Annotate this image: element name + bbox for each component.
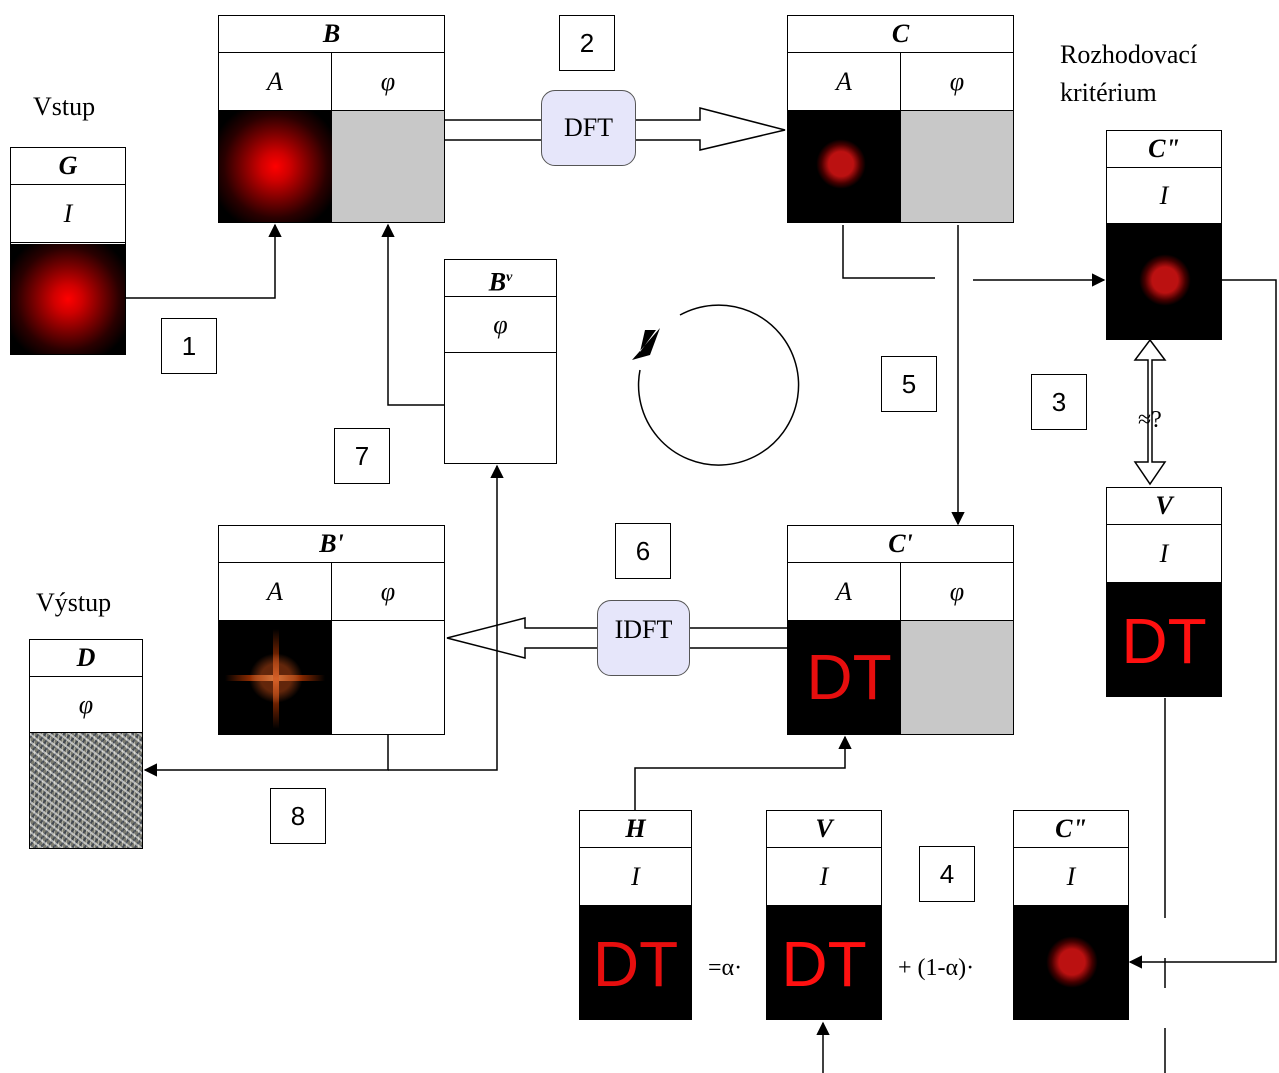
amplitude-image — [219, 111, 332, 222]
block-cpp-bottom: C" I — [1013, 810, 1129, 1020]
dt-text: DT — [1121, 605, 1207, 677]
block-sub: φ — [445, 297, 556, 353]
compare-double-arrow — [1133, 338, 1167, 486]
input-label: Vstup — [33, 92, 96, 121]
block-bp: B' A φ — [218, 525, 445, 735]
block-sub: φ — [30, 677, 142, 733]
step-3-box: 3 — [1031, 374, 1087, 430]
block-title: V — [1107, 488, 1221, 525]
block-title: V — [767, 811, 881, 848]
block-c: C A φ — [787, 15, 1014, 223]
output-label: Výstup — [36, 588, 112, 617]
cycle-arrow-head — [632, 328, 660, 360]
intensity-image: DT — [1107, 583, 1221, 696]
block-h: H I DT — [579, 810, 692, 1020]
arrow-bv-to-b — [381, 223, 444, 406]
phase-image — [332, 111, 444, 222]
step-4-box: 4 — [919, 846, 975, 902]
step-8-box: 8 — [270, 788, 326, 844]
phase-label: φ — [332, 53, 444, 111]
phase-label: φ — [901, 53, 1013, 111]
block-sub: I — [1107, 525, 1221, 583]
phase-image — [901, 111, 1013, 222]
block-bv: Bv φ — [444, 259, 557, 464]
block-sub: I — [580, 848, 691, 906]
block-title: B' — [219, 526, 444, 563]
dt-text-noisy: DT — [592, 928, 679, 1000]
phase-label: φ — [332, 563, 444, 621]
block-title: C — [788, 16, 1013, 53]
block-title: C" — [1107, 131, 1221, 168]
block-title: C' — [788, 526, 1013, 563]
block-title: B — [219, 16, 444, 53]
block-cp: C' A φ DT — [787, 525, 1014, 735]
block-sub: I — [767, 848, 881, 906]
block-title: Bv — [445, 260, 556, 297]
amplitude-image: DT — [788, 621, 901, 734]
arrow-bp-to-bv — [388, 464, 504, 771]
block-g: G I — [10, 147, 126, 355]
arrow-h-to-cp — [634, 735, 852, 810]
hollow-arrow-dft — [445, 107, 786, 151]
formula-one-minus-alpha: + (1-α)· — [898, 955, 975, 981]
phase-image — [332, 621, 444, 734]
amplitude-image — [219, 621, 332, 734]
step-7-box: 7 — [334, 428, 390, 484]
compare-label: ≈? — [1138, 407, 1162, 433]
phase-image — [445, 353, 556, 463]
criterion-label-line2: kritérium — [1060, 78, 1157, 107]
block-cpp-top: C" I — [1106, 130, 1222, 340]
dt-text-noisy: DT — [806, 641, 892, 713]
arrow-bp-to-d — [143, 735, 389, 777]
speckle-blob — [1046, 936, 1098, 988]
cycle-icon — [637, 304, 800, 466]
noise-image — [30, 733, 142, 848]
step-1-box: 1 — [161, 318, 217, 374]
intensity-image: DT — [767, 906, 881, 1019]
intensity-image — [1014, 906, 1128, 1019]
amplitude-image — [788, 111, 901, 222]
phase-image — [901, 621, 1013, 734]
dt-text: DT — [781, 928, 867, 1000]
amplitude-label: A — [788, 53, 901, 111]
spectrum-core — [249, 653, 303, 703]
amplitude-label: A — [219, 53, 332, 111]
intensity-image — [1107, 224, 1221, 339]
block-title: C" — [1014, 811, 1128, 848]
block-sub: I — [1107, 168, 1221, 224]
idft-operation: IDFT — [597, 600, 690, 676]
phase-label: φ — [901, 563, 1013, 621]
amplitude-label: A — [219, 563, 332, 621]
block-v-right: V I DT — [1106, 487, 1222, 697]
block-sub: I — [1014, 848, 1128, 906]
step-5-box: 5 — [881, 356, 937, 412]
block-title: H — [580, 811, 691, 848]
step-2-box: 2 — [559, 15, 615, 71]
intensity-image: DT — [580, 906, 691, 1019]
dft-operation: DFT — [541, 90, 636, 166]
arrow-cpp-to-cpp-bottom — [1128, 279, 1277, 969]
arrow-g-to-b — [125, 223, 282, 299]
block-sub: I — [11, 185, 125, 243]
formula-alpha: =α· — [708, 955, 743, 981]
title-superscript: v — [506, 270, 513, 285]
arrow-c-to-cpp — [842, 225, 935, 279]
block-b: B A φ — [218, 15, 445, 223]
block-title: G — [11, 148, 125, 185]
block-d: D φ — [29, 639, 143, 849]
amplitude-label: A — [788, 563, 901, 621]
speckle-blob — [816, 139, 866, 189]
speckle-blob — [1139, 254, 1191, 306]
block-title: D — [30, 640, 142, 677]
block-v-bottom: V I DT — [766, 810, 882, 1020]
criterion-label-line1: Rozhodovací — [1060, 40, 1198, 69]
step-6-box: 6 — [615, 523, 671, 579]
hollow-arrow-idft — [446, 617, 787, 659]
gaussian-image — [11, 244, 125, 354]
